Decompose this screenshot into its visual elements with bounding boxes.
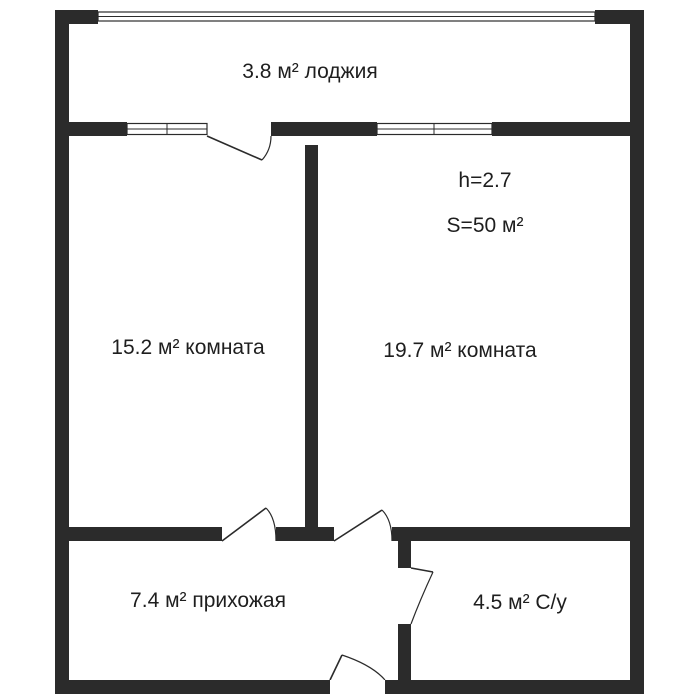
- hall-wall-seg1: [55, 527, 222, 541]
- outer-wall-top-right: [595, 10, 644, 24]
- room-left-door: [221, 507, 277, 542]
- hallway-label: 7.4 м² прихожая: [130, 589, 286, 612]
- bathroom-wall-top: [398, 541, 411, 568]
- ceiling-height-label: h=2.7: [458, 169, 512, 192]
- room-left-label: 15.2 м² комната: [111, 336, 265, 359]
- room-right-window: [376, 122, 493, 136]
- bathroom-wall-bottom: [398, 624, 411, 694]
- hall-wall-seg2: [276, 527, 334, 541]
- loggia-door: [206, 135, 272, 161]
- bathroom-label: 4.5 м² С/у: [473, 591, 567, 614]
- room-left-window: [126, 122, 208, 136]
- outer-wall-top-left: [55, 10, 98, 24]
- hall-wall-seg3: [392, 527, 644, 541]
- room-right-door: [333, 509, 393, 542]
- entrance-door: [329, 654, 386, 694]
- bathroom-door: [410, 567, 434, 625]
- total-area-label: S=50 м²: [446, 214, 524, 237]
- loggia-window: [97, 11, 596, 22]
- loggia-wall-seg1: [55, 122, 127, 136]
- loggia-label: 3.8 м² лоджия: [242, 60, 378, 83]
- outer-wall-left: [55, 10, 69, 694]
- outer-wall-right: [630, 10, 644, 694]
- loggia-wall-seg3: [492, 122, 644, 136]
- loggia-wall-seg2: [271, 122, 377, 136]
- room-partition: [305, 145, 318, 540]
- room-right-label: 19.7 м² комната: [383, 339, 537, 362]
